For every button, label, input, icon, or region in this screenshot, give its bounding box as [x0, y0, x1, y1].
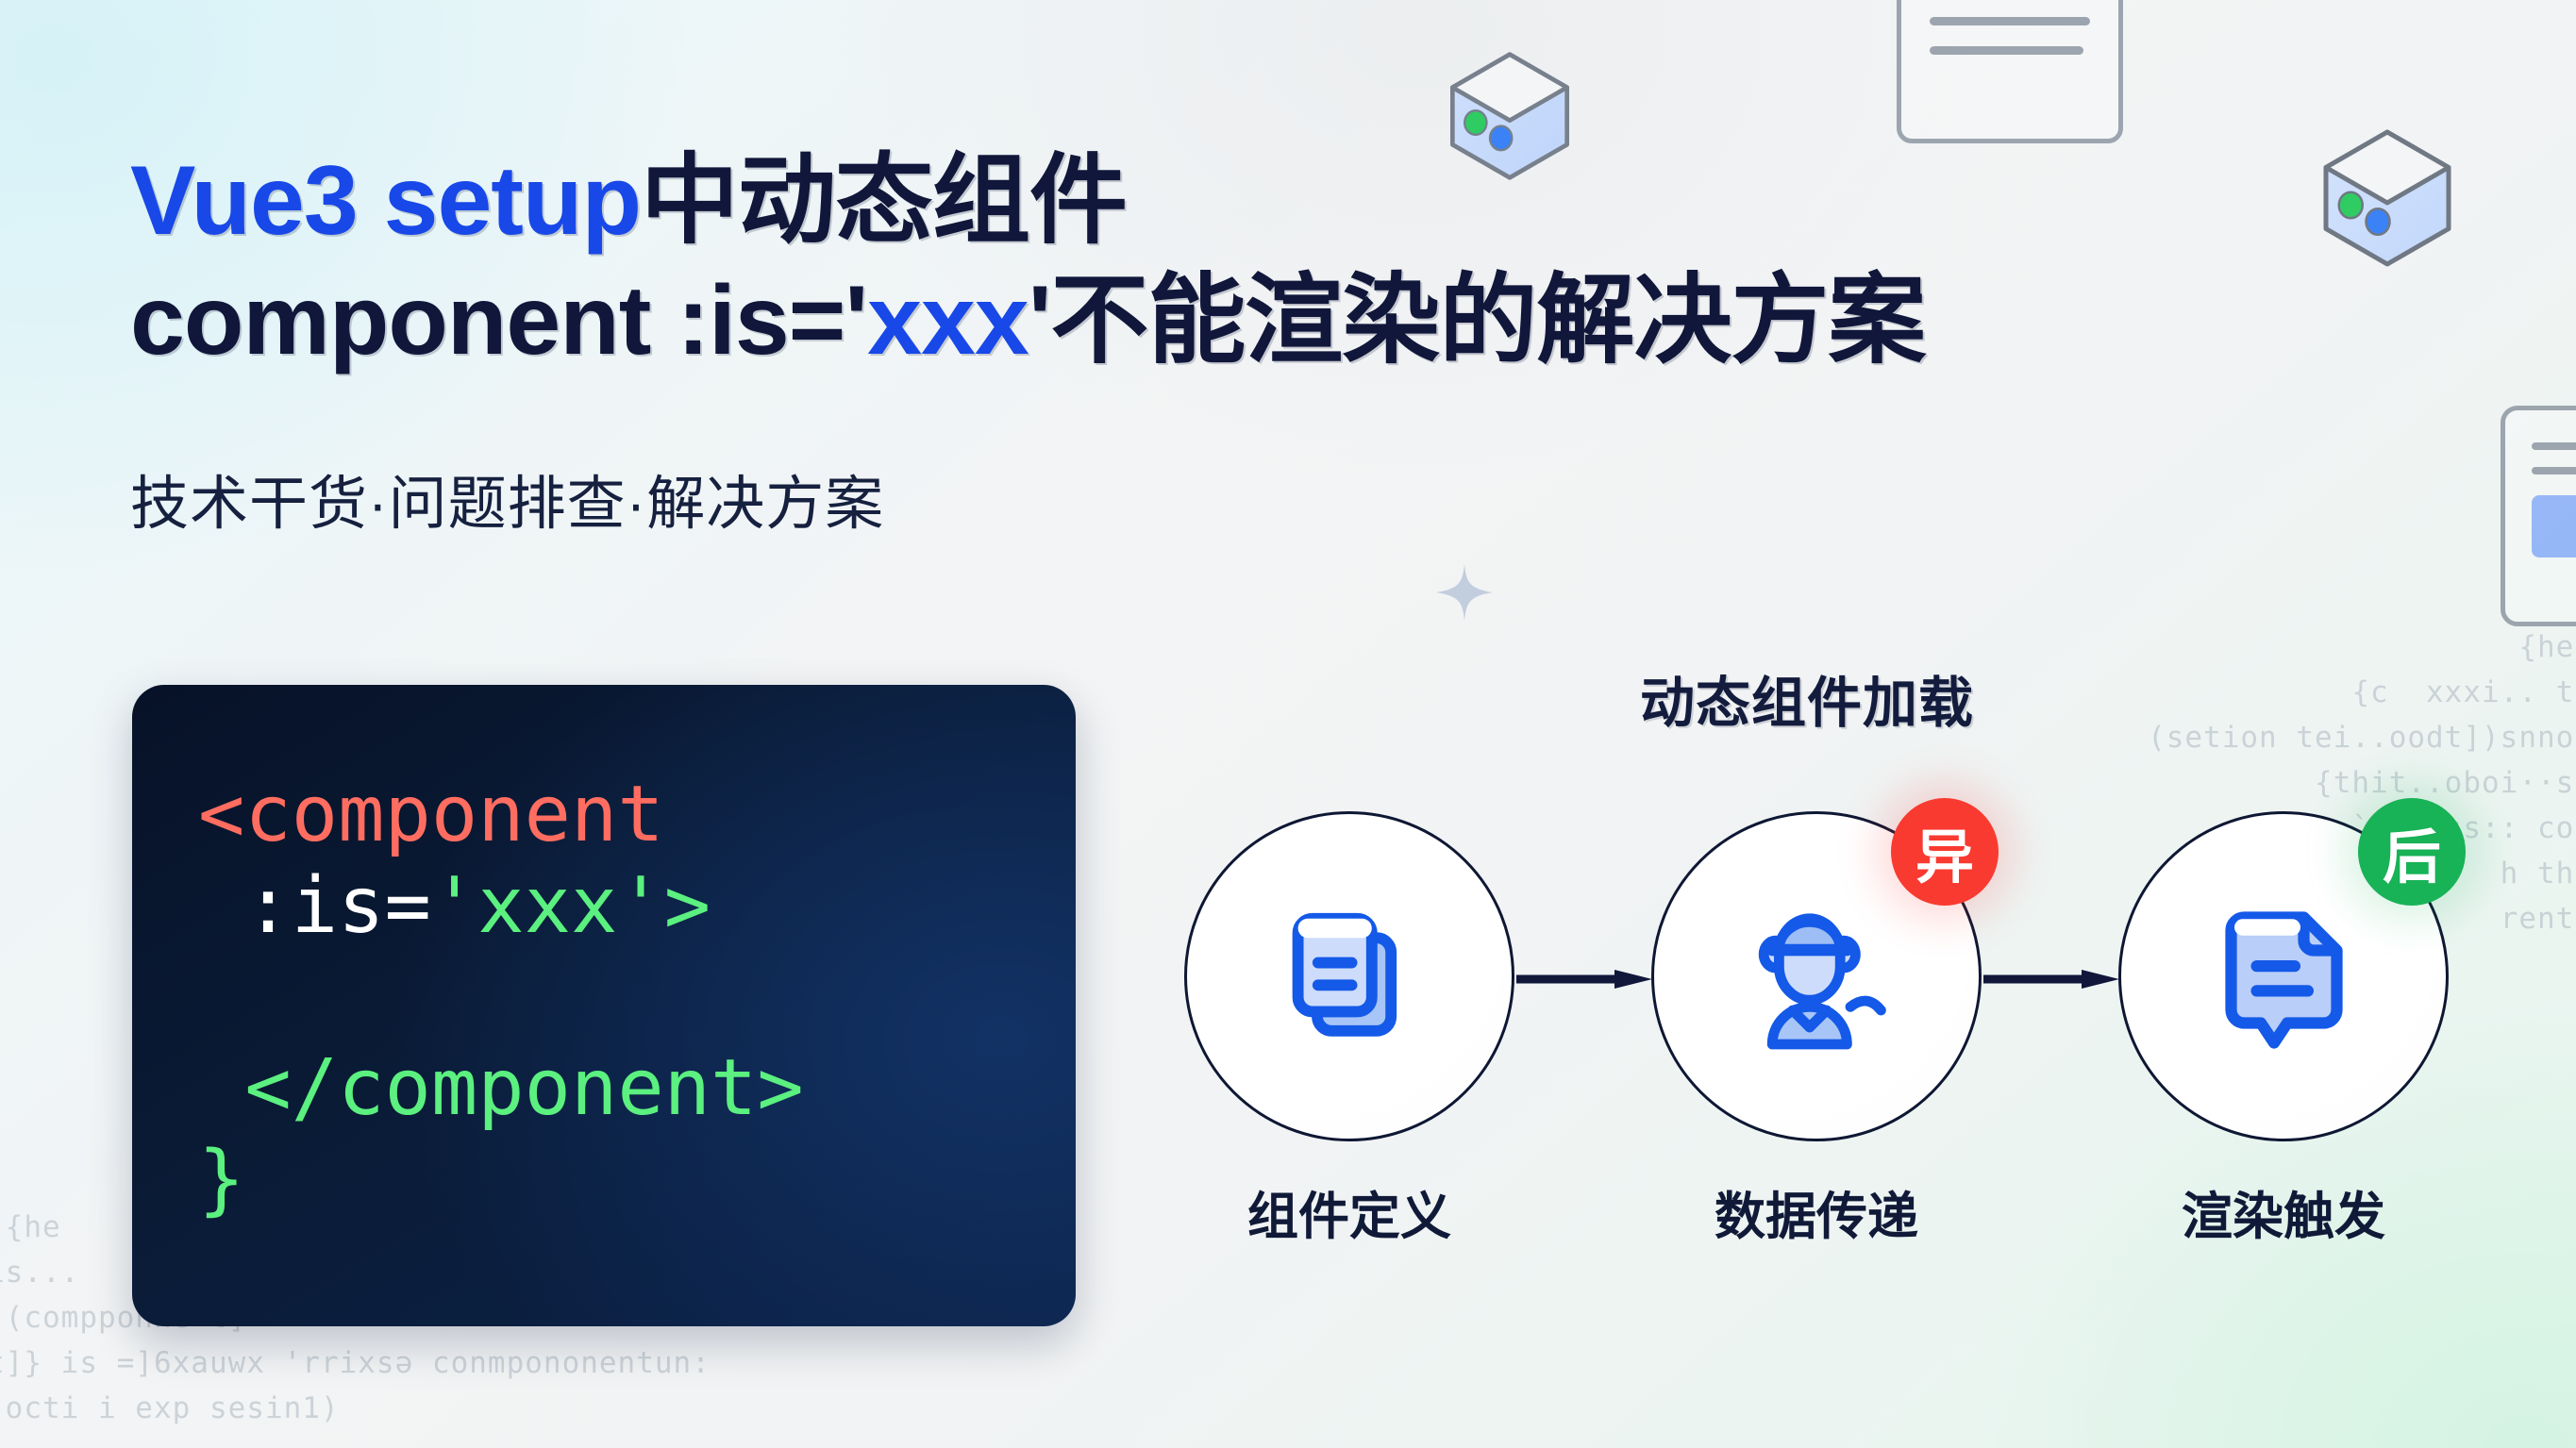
title-line-1: Vue3 setup中动态组件 — [130, 141, 2300, 261]
flow-node-label: 组件定义 — [1247, 1189, 1451, 1245]
status-badge-async: 异 — [1891, 798, 1999, 906]
title-line-1-rest: 中动态组件 — [640, 146, 1128, 256]
card-outline-icon — [2501, 406, 2576, 626]
title-accent-vue3-setup: Vue3 setup — [130, 146, 642, 256]
worker-person-icon — [1758, 913, 1886, 1050]
flow-diagram: 组件定义 异 数据传递 — [1184, 798, 2466, 1264]
plus-sparkle-icon — [1427, 555, 1502, 635]
code-token-gt: > — [663, 860, 711, 951]
title-line-2-pre: component :is=' — [130, 265, 868, 375]
stacked-documents-icon — [1292, 912, 1397, 1037]
code-token-string: 'xxx' — [430, 860, 664, 951]
flow-node-render-trigger[interactable]: 后 渲染触发 — [2118, 798, 2466, 1245]
status-badge-after: 后 — [2358, 798, 2466, 906]
flow-node-component-definition[interactable]: 组件定义 — [1184, 811, 1514, 1245]
document-outline-icon — [1897, 0, 2123, 143]
arrow-right-icon — [1516, 970, 1652, 989]
flow-diagram-title: 动态组件加载 — [1640, 673, 1975, 734]
code-snippet-text: <component :is='xxx'> </component> } — [198, 770, 804, 1226]
flow-node-data-transfer[interactable]: 异 数据传递 — [1651, 798, 1999, 1245]
flow-node-label: 渲染触发 — [2182, 1189, 2385, 1245]
code-token-brace: } — [198, 1135, 245, 1224]
page-subtitle: 技术干货·问题排查·解决方案 — [130, 472, 885, 537]
code-snippet-card: <component :is='xxx'> </component> } — [132, 685, 1076, 1326]
headline-block: Vue3 setup中动态组件 component :is='xxx'不能渲染的… — [130, 141, 2300, 381]
isometric-cube-icon — [2317, 123, 2458, 274]
title-line-2-post: '不能渲染的解决方案 — [1028, 265, 1927, 375]
code-token-open-tag: <component — [198, 770, 664, 859]
document-comment-icon — [2224, 910, 2343, 1049]
arrow-right-icon — [1983, 970, 2119, 989]
isometric-cube-icon — [1444, 45, 1576, 187]
title-accent-xxx: xxx — [867, 265, 1029, 375]
flow-node-label: 数据传递 — [1715, 1189, 1918, 1245]
flow-node-circle — [1184, 811, 1514, 1141]
title-line-2: component :is='xxx'不能渲染的解决方案 — [130, 261, 2300, 381]
code-token-attr: :is= — [198, 860, 431, 951]
code-token-close-tag: </component> — [198, 1043, 804, 1134]
